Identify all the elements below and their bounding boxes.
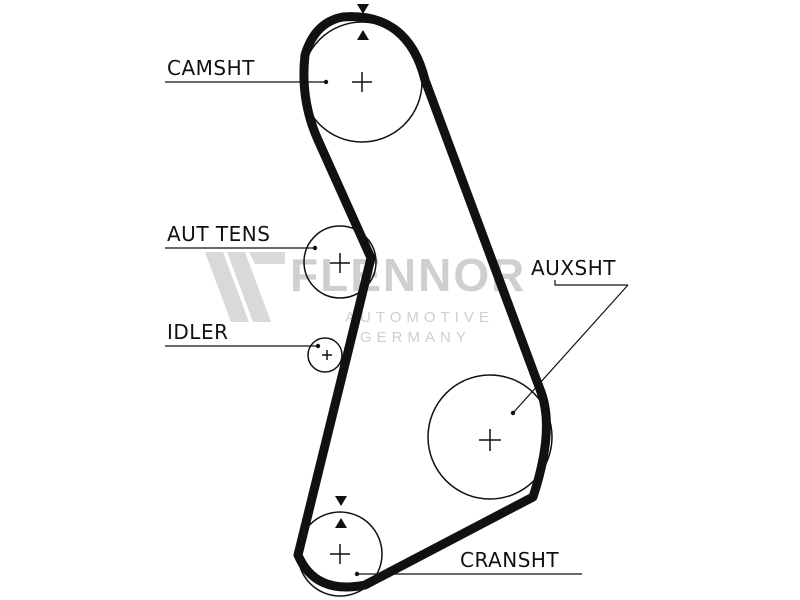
crankshaft-timing-mark-outer-icon [335,496,347,506]
aux-shaft-center-icon [479,429,501,451]
camshaft-timing-mark-inner-icon [357,30,369,40]
watermark-brand: FLENNOR [290,249,527,301]
tensioner-pulley [303,225,377,299]
idler-center-icon [322,350,332,360]
tensioner-center-icon [330,253,350,273]
watermark-logo-icon [205,252,285,322]
tensioner-label: AUT TENS [167,222,271,246]
aux-shaft-leader-upper [554,280,628,286]
camshaft-timing-mark-outer-icon [357,4,369,14]
aux-shaft-label: AUXSHT [531,256,616,280]
watermark-line-1: AUTOMOTIVE [345,309,494,326]
timing-belt [293,12,551,592]
crankshaft-label: CRANSHT [460,548,560,572]
crankshaft-timing-mark-inner-icon [335,518,347,528]
crankshaft-center-icon [330,544,350,564]
camshaft-label: CAMSHT [167,56,255,80]
idler-pulley [307,337,343,373]
aux-shaft-leader [512,284,629,414]
aux-shaft-pulley [427,374,553,500]
idler-label: IDLER [167,320,229,344]
watermark-line-2: GERMANY [360,329,471,346]
camshaft-center-icon [352,72,372,92]
